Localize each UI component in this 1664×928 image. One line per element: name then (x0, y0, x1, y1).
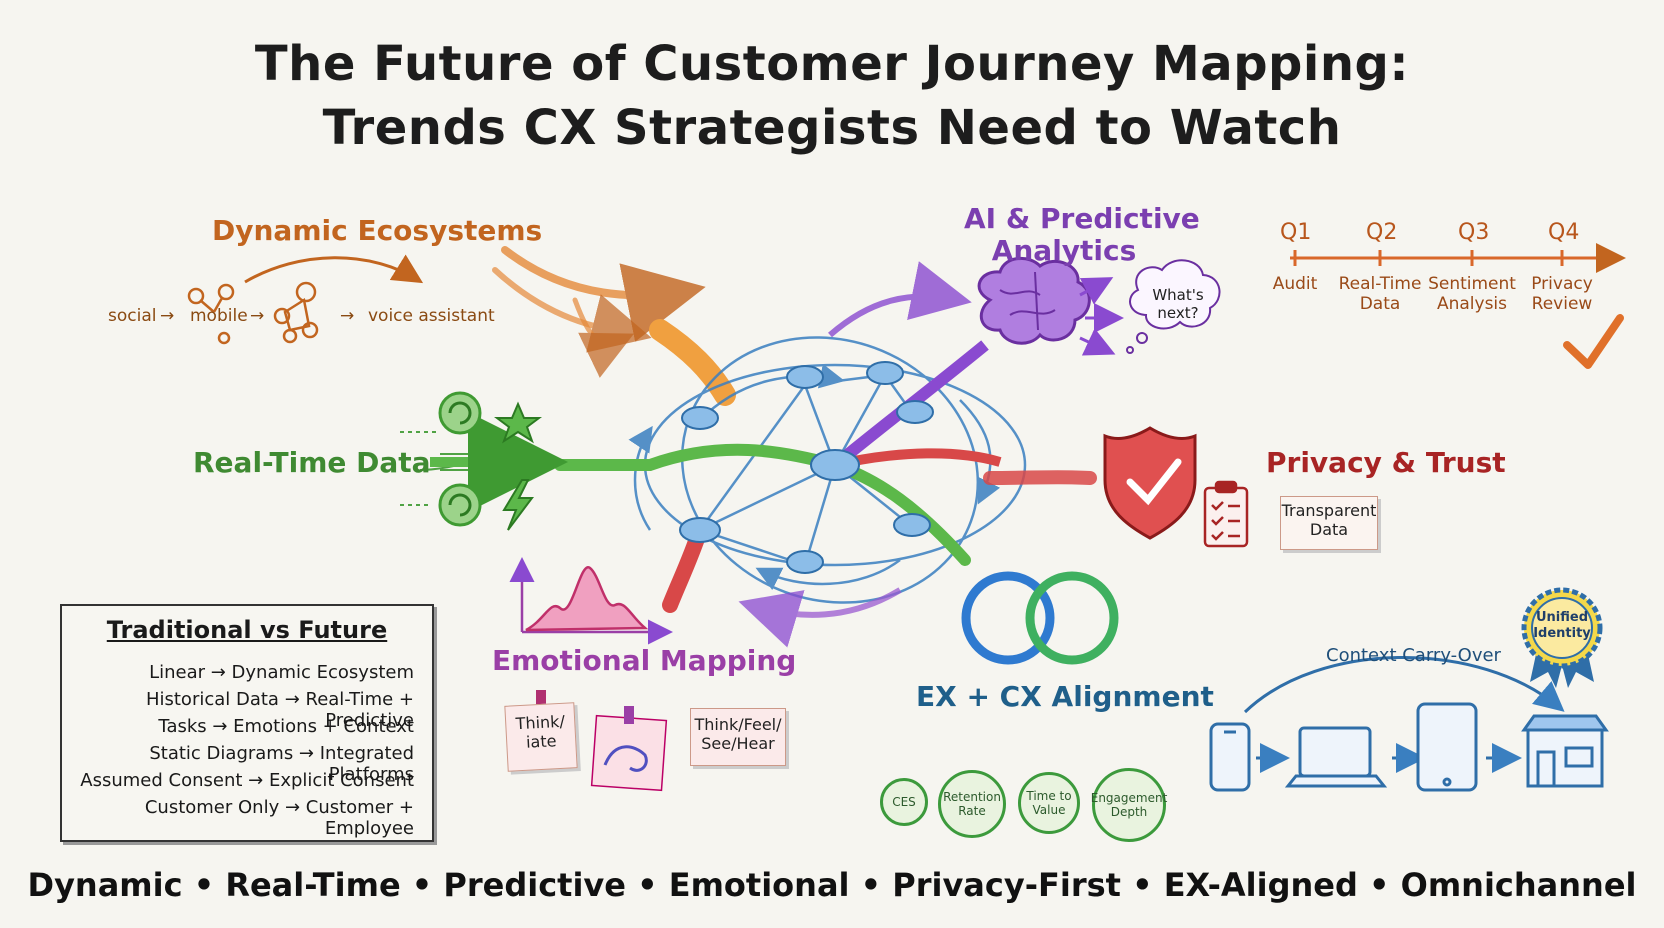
ecosystem-network-icon (187, 281, 319, 345)
flow-item-mobile: mobile (190, 306, 248, 326)
phone-icon (1209, 722, 1251, 792)
emotional-mapping-label: Emotional Mapping (492, 644, 797, 677)
comparison-row: Assumed Consent → Explicit Consent (80, 770, 414, 791)
orange-swoosh-arrows (492, 246, 736, 406)
page-title-line-2: Trends CX Strategists Need to Watch (322, 100, 1342, 156)
star-icon (494, 401, 542, 444)
badge-line-2: Identity (1533, 626, 1591, 641)
ecosystem-curve-arrow (244, 254, 424, 284)
ai-predictive-label-line-1: AI & Predictive (964, 202, 1200, 235)
comparison-row: Linear → Dynamic Ecosystem (149, 662, 414, 683)
note-line-1: Transparent (1281, 501, 1377, 520)
laptop-icon (1284, 726, 1388, 788)
context-carry-over-label: Context Carry-Over (1326, 645, 1501, 666)
timeline-q3: Q3 (1458, 220, 1490, 245)
dynamic-ecosystems-label: Dynamic Ecosystems (212, 214, 543, 247)
comparison-row: Static Diagrams → Integrated Platforms (149, 743, 414, 785)
comparison-row: Historical Data → Real-Time + Predictive (145, 689, 414, 731)
panel-title: Traditional vs Future (106, 616, 388, 644)
flow-arrow: → (250, 306, 265, 326)
shield-check-icon (1103, 426, 1197, 540)
context-carry-over-arc (1243, 656, 1565, 714)
timeline-item-audit: Audit (1272, 274, 1318, 294)
tablet-icon (1416, 702, 1478, 792)
ex-cx-linked-rings (961, 571, 1119, 665)
timeline-item-4-line-2: Review (1531, 294, 1593, 314)
timeline-q1: Q1 (1280, 220, 1312, 245)
timeline-q4: Q4 (1548, 220, 1580, 245)
medal-line-1: Time to (1026, 789, 1072, 803)
ai-predictive-label-line-2: Analytics (991, 234, 1137, 267)
comparison-row: Tasks → Emotions + Context (158, 716, 414, 737)
timeline-q2: Q2 (1366, 220, 1398, 245)
timeline-item-2-line-1: Real-Time (1338, 274, 1422, 294)
storefront-icon (1521, 714, 1609, 788)
thought-bubble-line-1: What's (1152, 286, 1204, 304)
medal-line-2: Rate (958, 804, 986, 818)
emotion-waveform-chart (509, 557, 673, 645)
sticky-note-map (590, 706, 668, 792)
lightning-icon (502, 479, 534, 531)
refresh-icon (438, 391, 482, 435)
transparent-data-note: Transparent Data (1280, 496, 1378, 550)
sticky-note-line-1: Think/Feel/ (694, 715, 782, 734)
flow-arrow: → (160, 306, 175, 326)
metric-medal-ces: CES (880, 778, 928, 826)
timeline-item-4-line-1: Privacy (1531, 274, 1593, 294)
footer-keywords: Dynamic • Real-Time • Predictive • Emoti… (27, 866, 1637, 904)
medal-line-1: Retention (943, 790, 1001, 804)
unified-identity-badge-icon (1521, 587, 1603, 688)
real-time-data-label: Real-Time Data (193, 446, 431, 479)
roadmap-timeline (1290, 243, 1626, 273)
medal-line-2: Value (1032, 803, 1066, 817)
refresh-icon (438, 483, 482, 527)
page-title-line-1: The Future of Customer Journey Mapping: (254, 36, 1410, 92)
comparison-row: Customer Only → Customer + Employee (144, 797, 414, 839)
medal-line-1: CES (892, 795, 916, 809)
thought-bubble (1129, 259, 1221, 330)
medal-line-2: Depth (1110, 805, 1148, 819)
brain-icon (977, 257, 1091, 345)
sticky-note-line-1: Think/ (515, 711, 566, 734)
flow-item-social: social (108, 306, 157, 326)
badge-line-1: Unified (1535, 610, 1589, 625)
sticky-note-line-2: See/Hear (701, 734, 775, 753)
central-journey-network (554, 261, 1027, 648)
sticky-note-think-feel: Think/Feel/ See/Hear (690, 708, 786, 766)
timeline-item-3-line-2: Analysis (1436, 294, 1508, 314)
timeline-item-3-line-1: Sentiment (1428, 274, 1516, 294)
flow-item-voice-assistant: voice assistant (368, 306, 495, 326)
ex-cx-alignment-label: EX + CX Alignment (916, 680, 1214, 713)
traditional-vs-future-panel: Traditional vs Future Linear → Dynamic E… (60, 604, 434, 842)
thought-bubble-line-2: next? (1157, 304, 1199, 322)
checkmark-icon (1563, 314, 1624, 369)
clipboard-checklist-icon (1203, 480, 1249, 548)
flow-arrow: → (340, 306, 355, 326)
medal-line-1: Engagement (1090, 791, 1168, 805)
sticky-note-think: Think/ iate (504, 702, 578, 772)
note-line-2: Data (1309, 520, 1349, 539)
ai-output-arrows (1079, 277, 1124, 356)
sticky-note-line-2: iate (525, 731, 557, 752)
privacy-trust-label: Privacy & Trust (1266, 446, 1506, 479)
real-time-data-icons (400, 391, 568, 531)
timeline-item-2-line-2: Data (1359, 294, 1401, 314)
